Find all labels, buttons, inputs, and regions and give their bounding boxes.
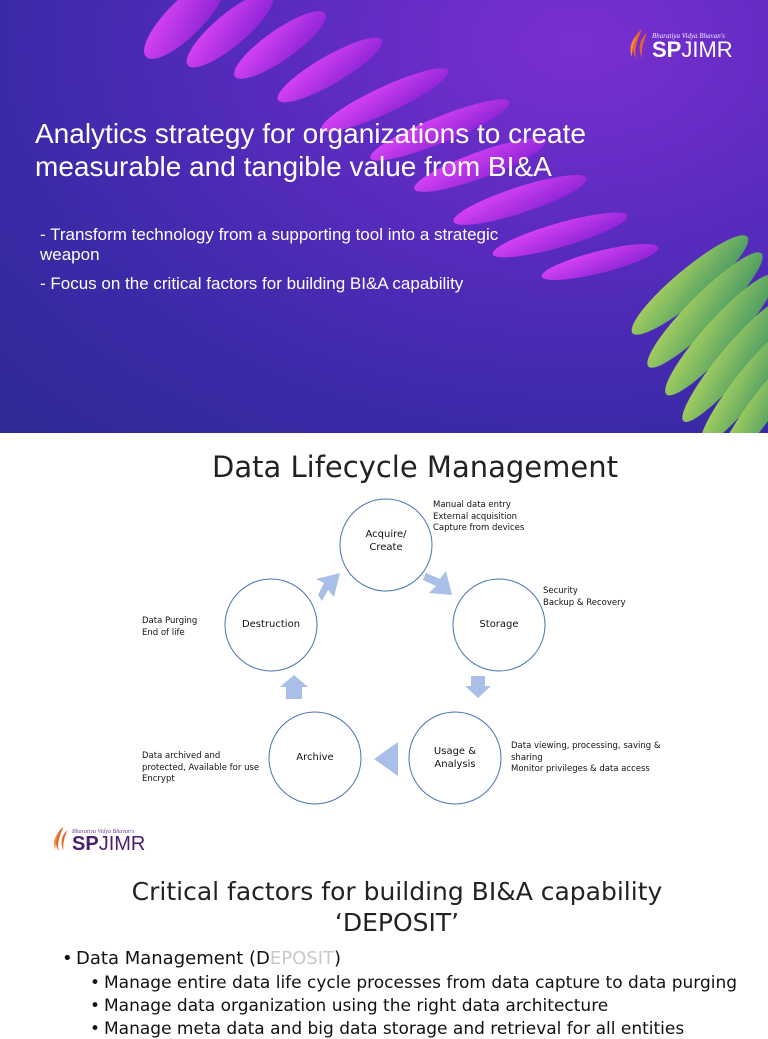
stage-label-destruction: Destruction (241, 619, 301, 630)
slide1-title: Analytics strategy for organizations to … (35, 118, 586, 182)
note-archive: Data archived and protected, Available f… (142, 751, 260, 784)
flow-arrow-icon (423, 571, 452, 595)
factor-subitem: •Manage entire data life cycle processes… (90, 973, 738, 993)
logo-tagline: Bharatiya Vidya Bhavan's (652, 32, 725, 40)
logo-name: SPJIMR (652, 37, 733, 62)
factor-subitem: •Manage data organization using the righ… (90, 996, 609, 1016)
spjimr-logo: Bharatiya Vidya Bhavan's SPJIMR (52, 824, 145, 854)
spjimr-logo: Bharatiya Vidya Bhavan's SPJIMR (628, 27, 733, 61)
logo-tagline: Bharatiya Vidya Bhavan's (72, 829, 135, 835)
slide2-title: Data Lifecycle Management (212, 450, 618, 484)
stage-label-archive: Archive (296, 752, 334, 763)
lifecycle-slide: Data Lifecycle Management Acquire/ Creat… (0, 433, 768, 808)
flame-logo-icon (630, 29, 647, 59)
stage-circle-destruction (224, 578, 318, 672)
stage-circle-storage (452, 578, 546, 672)
stage-circle-acquire (339, 498, 433, 592)
logo-name: SPJIMR (72, 833, 146, 855)
note-destruction: Data Purging End of life (142, 616, 198, 638)
decorative-ribbon (144, 0, 768, 433)
stage-label-usage: Usage & Analysis (433, 746, 477, 770)
factor-item: •Data Management (DEPOSIT) (62, 948, 342, 969)
factor-subitem: •Manage meta data and big data storage a… (90, 1019, 685, 1039)
stage-label-acquire: Acquire/ Create (365, 529, 407, 553)
slide1-bullet: - Transform technology from a supporting… (40, 225, 499, 264)
note-usage: Data viewing, processing, saving & shari… (511, 741, 661, 774)
flow-arrow-icon (316, 573, 340, 601)
lifecycle-diagram (224, 498, 546, 805)
stage-circle-usage (408, 711, 502, 805)
flow-arrow-icon (465, 676, 491, 698)
flow-arrow-icon (280, 675, 308, 699)
flow-arrow-icon (374, 742, 398, 776)
slide3-title: Critical factors for building BI&A capab… (131, 877, 663, 937)
note-acquire: Manual data entry External acquisition C… (433, 500, 525, 533)
slide1-bullet: - Focus on the critical factors for buil… (40, 274, 464, 293)
title-slide: Bharatiya Vidya Bhavan's SPJIMR Analytic… (0, 0, 768, 433)
note-storage: Security Backup & Recovery (543, 586, 626, 608)
stage-circle-archive (268, 711, 362, 805)
stage-label-storage: Storage (479, 619, 519, 630)
flame-logo-icon (53, 826, 68, 852)
